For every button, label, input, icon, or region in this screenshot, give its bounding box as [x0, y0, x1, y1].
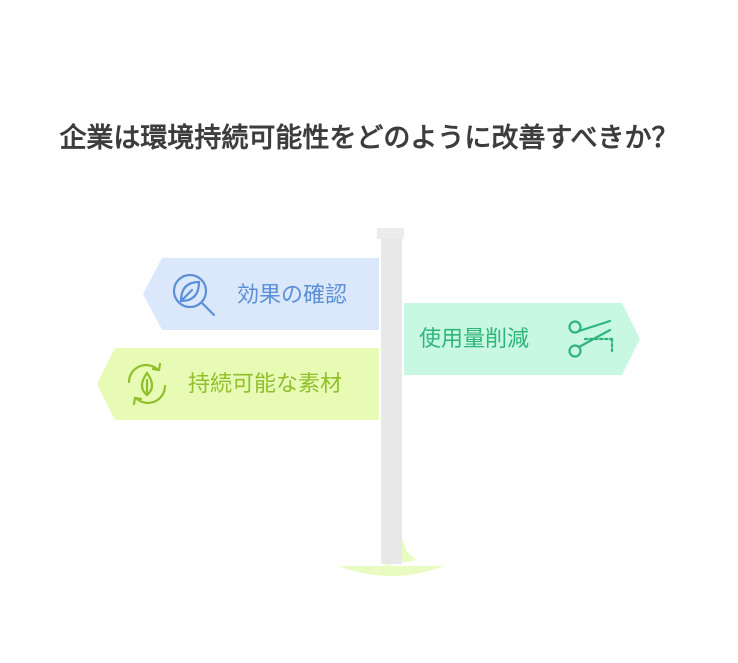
- sign-reduce-usage[interactable]: [404, 303, 640, 375]
- grass-ground: [338, 566, 444, 576]
- sign-sustainable-materials[interactable]: [97, 348, 379, 420]
- sign-label-sustainable-materials: 持続可能な素材: [188, 372, 343, 397]
- leaf-magnifier-icon: [172, 273, 216, 317]
- scissors-icon: [568, 319, 614, 358]
- page-title: 企業は環境持続可能性をどのように改善すべきか？: [59, 123, 679, 154]
- sign-label-check-effect: 効果の確認: [237, 283, 348, 308]
- sign-label-reduce-usage: 使用量削減: [419, 327, 530, 352]
- sign-check-effect[interactable]: [143, 258, 379, 330]
- signpost-cap: [377, 228, 404, 239]
- signpost-pole: [381, 239, 402, 564]
- recycle-leaf-icon: [127, 362, 167, 406]
